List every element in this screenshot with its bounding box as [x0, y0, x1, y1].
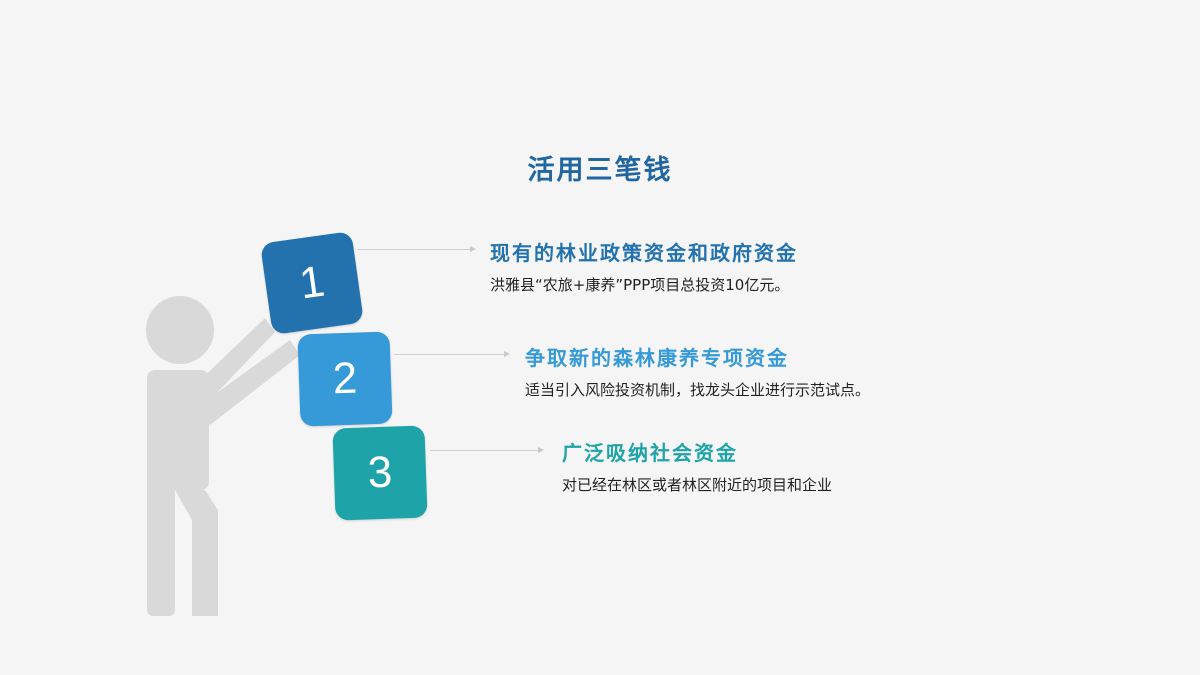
fund-description-3: 对已经在林区或者林区附近的项目和企业 — [562, 476, 833, 494]
number-block-1: 1 — [260, 231, 364, 335]
fund-item-1: 现有的林业政策资金和政府资金 洪雅县“农旅+康养”PPP项目总投资10亿元。 — [490, 237, 798, 295]
number-block-3: 3 — [332, 425, 428, 521]
fund-item-2: 争取新的森林康养专项资金 适当引入风险投资机制，找龙头企业进行示范试点。 — [525, 342, 870, 400]
fund-heading-2: 争取新的森林康养专项资金 — [525, 346, 789, 370]
fund-heading-3: 广泛吸纳社会资金 — [562, 441, 738, 465]
connector-line-3 — [430, 447, 544, 453]
fund-item-3: 广泛吸纳社会资金 对已经在林区或者林区附近的项目和企业 — [562, 437, 832, 495]
fund-description-1: 洪雅县“农旅+康养”PPP项目总投资10亿元。 — [490, 276, 790, 294]
fund-heading-1: 现有的林业政策资金和政府资金 — [490, 241, 798, 265]
fund-description-2: 适当引入风险投资机制，找龙头企业进行示范试点。 — [525, 381, 871, 399]
number-block-2: 2 — [297, 331, 393, 427]
connector-line-1 — [358, 246, 476, 252]
slide-title: 活用三笔钱 — [527, 155, 673, 186]
connector-line-2 — [394, 351, 510, 357]
